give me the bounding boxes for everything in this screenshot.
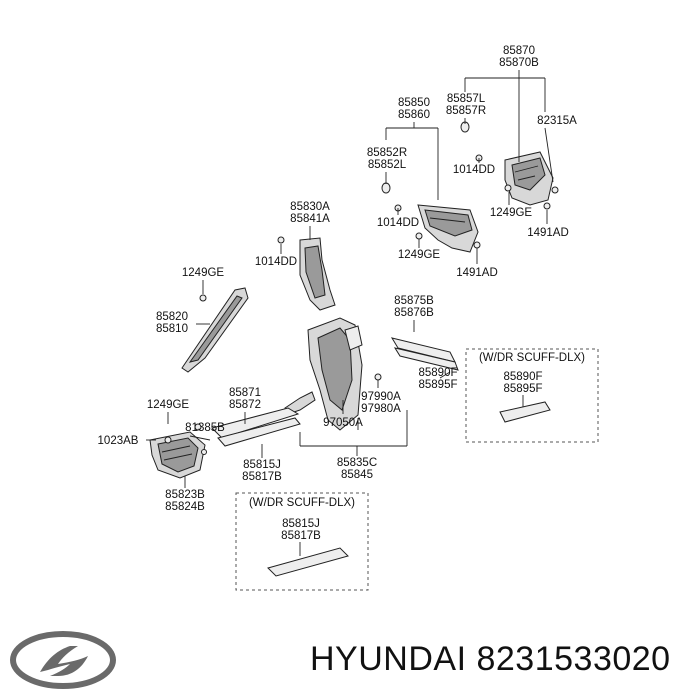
label-85835c: 85835C <box>337 457 377 469</box>
part-85875b-scuff <box>390 337 459 371</box>
label-85852l: 85852L <box>368 159 407 171</box>
box-right-label-1: 85890F <box>503 371 542 383</box>
label-1023ab: 1023AB <box>98 435 139 447</box>
label-85875b: 85875B <box>394 295 434 307</box>
label-85857r: 85857R <box>446 105 486 117</box>
part-85871-sill <box>211 407 301 447</box>
box-bottom-label-2: 85817B <box>281 530 321 542</box>
part-85820-trim <box>181 287 249 373</box>
optional-box-right <box>465 348 599 443</box>
label-85845: 85845 <box>341 469 373 481</box>
label-81385b: 81385B <box>185 422 225 434</box>
part-number: 8231533020 <box>476 640 671 678</box>
label-1014dd-left: 1014DD <box>255 256 297 268</box>
label-1249ge-left: 1249GE <box>182 267 225 279</box>
label-82315a: 82315A <box>537 115 577 127</box>
label-85872: 85872 <box>229 399 261 411</box>
label-97050a: 97050A <box>323 417 363 429</box>
label-85815j: 85815J <box>243 459 281 471</box>
label-85850: 85850 <box>398 97 430 109</box>
label-1014dd-top: 1014DD <box>453 164 495 176</box>
part-97050a-pillar <box>284 317 363 431</box>
box-bottom-title: (W/DR SCUFF-DLX) <box>249 497 355 509</box>
part-85815j-scuff <box>267 547 349 577</box>
label-85823b: 85823B <box>165 489 205 501</box>
part-85823b-kick-panel <box>149 423 207 479</box>
label-1491ad-top: 1491AD <box>527 227 569 239</box>
label-97980a: 97980A <box>361 403 401 415</box>
label-85852r: 85852R <box>367 147 407 159</box>
label-85820: 85820 <box>156 311 188 323</box>
label-85871: 85871 <box>229 387 261 399</box>
box-right-title: (W/DR SCUFF-DLX) <box>479 352 585 364</box>
label-1249ge-mid: 1249GE <box>398 249 441 261</box>
brand-part-number: HYUNDAI 8231533020 <box>310 640 671 679</box>
label-1249ge-lower: 1249GE <box>147 399 190 411</box>
label-1014dd-mid: 1014DD <box>377 217 419 229</box>
label-85824b: 85824B <box>165 501 205 513</box>
label-85830a: 85830A <box>290 201 330 213</box>
label-85890f: 85890F <box>418 367 457 379</box>
box-right-label-2: 85895F <box>503 383 542 395</box>
label-85841a: 85841A <box>290 213 330 225</box>
part-85890f-scuff <box>499 401 551 423</box>
label-85870b: 85870B <box>499 57 539 69</box>
label-85810: 85810 <box>156 323 188 335</box>
label-85817b: 85817B <box>242 471 282 483</box>
box-bottom-label-1: 85815J <box>282 518 320 530</box>
label-85857l: 85857L <box>447 93 486 105</box>
part-85850-assembly <box>381 182 481 253</box>
label-85860: 85860 <box>398 109 430 121</box>
part-85870-assembly <box>460 121 559 210</box>
label-97990a: 97990A <box>361 391 401 403</box>
label-1491ad-mid: 1491AD <box>456 267 498 279</box>
label-85876b: 85876B <box>394 307 434 319</box>
brand-name: HYUNDAI <box>310 640 467 678</box>
part-85830a-pillar <box>277 236 336 311</box>
label-1249ge-top: 1249GE <box>490 207 533 219</box>
hyundai-logo-icon <box>10 631 116 689</box>
label-85870: 85870 <box>503 45 535 57</box>
optional-box-bottom <box>235 492 369 591</box>
label-85895f: 85895F <box>418 379 457 391</box>
